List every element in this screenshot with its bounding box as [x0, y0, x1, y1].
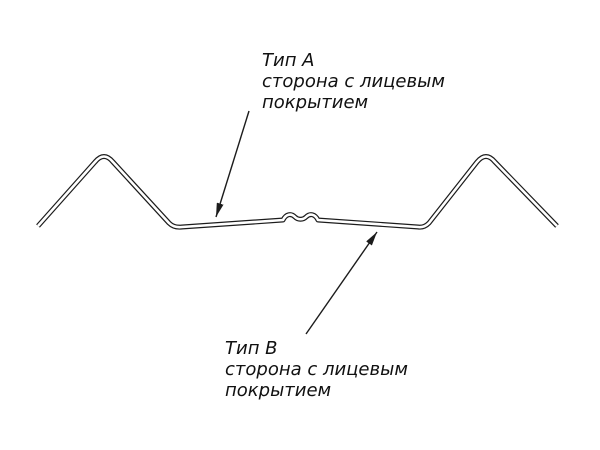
- sheet-profile-inner-line: [37, 155, 558, 229]
- label-type-a-desc-line2: покрытием: [262, 92, 368, 113]
- label-type-a: Тип А сторона с лицевым покрытием: [262, 50, 445, 113]
- leader-line-type-b: [305, 231, 378, 335]
- leader-line-type-a: [215, 110, 250, 218]
- label-type-a-desc-line1: сторона с лицевым: [262, 71, 445, 92]
- label-type-b: Тип В сторона с лицевым покрытием: [225, 338, 408, 401]
- label-type-b-desc-line1: сторона с лицевым: [225, 359, 408, 380]
- label-type-b-title: Тип В: [225, 338, 278, 359]
- sheet-profile-outer-line: [36, 154, 559, 230]
- label-type-b-desc-line2: покрытием: [225, 380, 331, 401]
- label-type-a-title: Тип А: [262, 50, 315, 71]
- sheet-profile-outline: [36, 154, 559, 230]
